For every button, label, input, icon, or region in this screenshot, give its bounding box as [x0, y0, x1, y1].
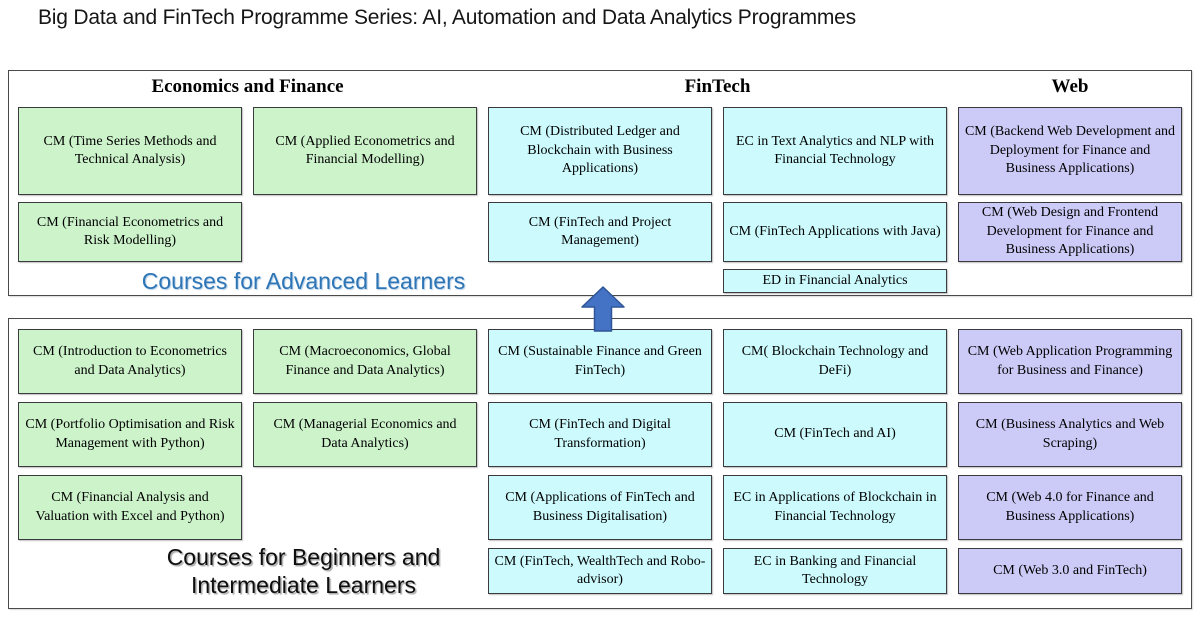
course-box-applications-of-fintech: CM (Applications of FinTech and Business…: [488, 475, 712, 540]
course-box-ec-blockchain-financial-tech: EC in Applications of Blockchain in Fina…: [723, 475, 947, 540]
advanced-learners-caption: Courses for Advanced Learners: [141, 267, 466, 294]
beginner-learners-caption: Courses for Beginners and Intermediate L…: [74, 543, 533, 599]
course-box-web-app-programming: CM (Web Application Programming for Busi…: [958, 329, 1182, 394]
advanced-grid: Economics and Finance FinTech Web CM (Ti…: [9, 71, 1191, 295]
course-box-financial-econometrics: CM (Financial Econometrics and Risk Mode…: [18, 202, 242, 262]
course-box-business-analytics-web-scraping: CM (Business Analytics and Web Scraping): [958, 402, 1182, 467]
up-arrow-icon: [581, 286, 625, 332]
course-box-text-analytics-nlp: EC in Text Analytics and NLP with Financ…: [723, 107, 947, 195]
course-box-ed-financial-analytics: ED in Financial Analytics: [723, 269, 947, 293]
course-box-sustainable-finance: CM (Sustainable Finance and Green FinTec…: [488, 329, 712, 394]
course-box-fintech-java: CM (FinTech Applications with Java): [723, 202, 947, 262]
course-box-backend-web: CM (Backend Web Development and Deployme…: [958, 107, 1182, 195]
beginner-grid: CM (Introduction to Econometrics and Dat…: [9, 319, 1191, 608]
course-box-fintech-ai: CM (FinTech and AI): [723, 402, 947, 467]
advanced-learners-section: Economics and Finance FinTech Web CM (Ti…: [8, 70, 1192, 296]
beginner-intermediate-section: CM (Introduction to Econometrics and Dat…: [8, 318, 1192, 609]
course-box-macroeconomics-global: CM (Macroeconomics, Global Finance and D…: [253, 329, 477, 394]
course-box-web-3-0: CM (Web 3.0 and FinTech): [958, 548, 1182, 594]
beginner-caption-line1: Courses for Beginners and: [166, 544, 441, 570]
course-box-managerial-economics: CM (Managerial Economics and Data Analyt…: [253, 402, 477, 467]
column-header-web: Web: [1051, 75, 1089, 97]
course-box-intro-econometrics: CM (Introduction to Econometrics and Dat…: [18, 329, 242, 394]
course-box-financial-analysis-valuation: CM (Financial Analysis and Valuation wit…: [18, 475, 242, 540]
course-box-fintech-wealthtech: CM (FinTech, WealthTech and Robo-advisor…: [488, 548, 712, 594]
course-box-portfolio-optimisation: CM (Portfolio Optimisation and Risk Mana…: [18, 402, 242, 467]
course-box-web-4-0: CM (Web 4.0 for Finance and Business App…: [958, 475, 1182, 540]
course-box-distributed-ledger: CM (Distributed Ledger and Blockchain wi…: [488, 107, 712, 195]
course-box-time-series-methods: CM (Time Series Methods and Technical An…: [18, 107, 242, 195]
beginner-caption-line2: Intermediate Learners: [190, 572, 416, 598]
page-title: Big Data and FinTech Programme Series: A…: [38, 6, 856, 29]
course-box-blockchain-defi: CM( Blockchain Technology and DeFi): [723, 329, 947, 394]
column-header-economics-and-finance: Economics and Finance: [151, 75, 344, 97]
course-box-applied-econometrics: CM (Applied Econometrics and Financial M…: [253, 107, 477, 195]
course-box-fintech-digital-transformation: CM (FinTech and Digital Transformation): [488, 402, 712, 467]
column-header-fintech: FinTech: [684, 75, 751, 97]
course-box-fintech-project-management: CM (FinTech and Project Management): [488, 202, 712, 262]
course-box-web-design-frontend: CM (Web Design and Frontend Development …: [958, 202, 1182, 262]
course-box-ec-banking-financial-tech: EC in Banking and Financial Technology: [723, 548, 947, 594]
